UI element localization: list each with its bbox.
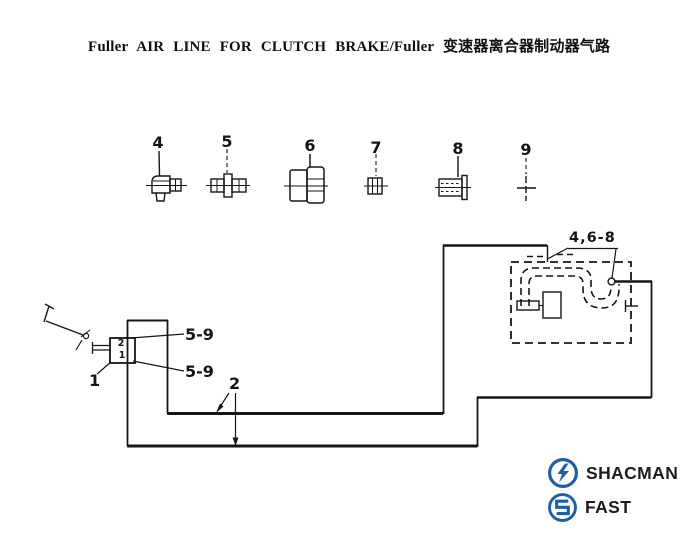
part-5-union-fitting-icon bbox=[206, 149, 250, 198]
shacman-logo-icon bbox=[548, 458, 578, 488]
part-label-6: 6 bbox=[304, 136, 316, 155]
shacman-label: SHACMAN bbox=[586, 462, 679, 483]
pedal-lever-icon bbox=[43, 303, 91, 351]
part-4-elbow-fitting-icon bbox=[146, 150, 187, 202]
part-7-connector-fitting-icon bbox=[364, 154, 388, 195]
transmission-housing bbox=[510, 253, 632, 344]
part-8-sleeve-fitting-icon bbox=[435, 156, 471, 201]
part-label-7: 7 bbox=[370, 138, 382, 157]
internal-hose bbox=[520, 267, 620, 309]
hose-fitting-connector bbox=[607, 277, 616, 286]
valve-push-rod bbox=[91, 342, 110, 354]
part-9-cross-fitting-icon bbox=[517, 158, 536, 201]
part-label-8: 8 bbox=[452, 139, 464, 158]
callout-transmission-fittings: 4,6-8 bbox=[569, 230, 616, 246]
callout-pipe: 2 bbox=[229, 374, 241, 393]
valve-port-1: 1 bbox=[118, 350, 126, 361]
fast-label: FAST bbox=[585, 497, 632, 517]
part-6-hex-fitting-icon bbox=[284, 154, 328, 204]
part-label-5: 5 bbox=[221, 132, 233, 151]
clutch-valve bbox=[109, 337, 136, 364]
callout-leaders bbox=[96, 247, 618, 446]
fast-brand: FAST bbox=[547, 492, 631, 523]
callout-hose-upper: 5-9 bbox=[185, 325, 214, 344]
part-label-4: 4 bbox=[152, 133, 164, 152]
clutch-release-cylinder bbox=[516, 291, 562, 319]
valve-port-2: 2 bbox=[117, 338, 125, 349]
bleed-port-mark bbox=[624, 300, 638, 312]
page-title: Fuller AIR LINE FOR CLUTCH BRAKE/Fuller … bbox=[88, 39, 611, 55]
callout-valve: 1 bbox=[89, 371, 101, 390]
shacman-brand: SHACMAN bbox=[547, 457, 678, 489]
fast-logo-icon bbox=[548, 493, 577, 522]
part-label-9: 9 bbox=[520, 140, 532, 159]
callout-hose-lower: 5-9 bbox=[185, 362, 214, 381]
